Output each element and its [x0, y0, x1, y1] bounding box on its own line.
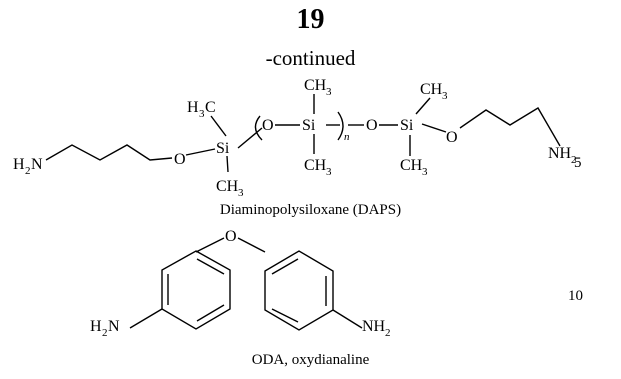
daps-si1-me-up-bond [210, 115, 227, 137]
oda-o: O [225, 228, 237, 245]
daps-left-chain [45, 144, 173, 161]
daps-me4-sub: 3 [326, 166, 332, 178]
daps-si1: Si [216, 140, 230, 157]
oda-h2n-sub: 2 [102, 327, 108, 339]
oda-structure: O H 2 N NH 2 [90, 228, 391, 339]
daps-o2: O [262, 117, 274, 134]
daps-h2n-left-n: N [31, 156, 43, 173]
oda-h2n-h: H [90, 318, 102, 335]
daps-o1-si1-bond [185, 148, 216, 156]
daps-me6-ch: CH [400, 157, 423, 174]
daps-si2: Si [302, 117, 316, 134]
oda-ring-right-n-bond [332, 309, 363, 329]
daps-me2-sub: 3 [238, 187, 244, 199]
daps-si3-me-up-bond [415, 97, 431, 115]
daps-si3: Si [400, 117, 414, 134]
daps-me5-ch: CH [420, 81, 443, 98]
oda-ring-left-n-bond [129, 308, 163, 329]
oda-ring-right-db3 [271, 308, 299, 323]
daps-o1: O [174, 151, 186, 168]
line-number-5: 5 [574, 155, 582, 171]
oda-h2n-n: N [108, 318, 120, 335]
daps-o4: O [446, 129, 458, 146]
daps-right-chain [459, 107, 561, 147]
daps-me1-sub: 3 [199, 108, 205, 120]
oda-ring-right-db1 [271, 258, 299, 275]
oda-o-ring2-bond [237, 237, 266, 253]
oda-nh2-nh: NH [362, 318, 386, 335]
oda-ring-left-db2 [196, 304, 225, 322]
daps-si1-me-down-bond [226, 155, 229, 173]
daps-me3-sub: 3 [326, 86, 332, 98]
daps-me4-ch: CH [304, 157, 327, 174]
oda-o-ring1-bond [195, 237, 225, 253]
oda-nh2-sub: 2 [385, 327, 391, 339]
continued-label: -continued [265, 46, 356, 70]
daps-structure: H 2 N O Si H 3 C CH 3 O Si CH 3 CH 3 n O [13, 77, 577, 199]
line-number-10: 10 [568, 288, 583, 304]
daps-caption: Diaminopolysiloxane (DAPS) [219, 202, 402, 218]
oda-ring-left-outline [161, 250, 231, 330]
daps-me1-h: H [187, 99, 199, 116]
daps-si3-o4-bond [421, 123, 447, 133]
daps-me1-c: C [205, 99, 216, 116]
daps-me3-ch: CH [304, 77, 327, 94]
daps-o3: O [366, 117, 378, 134]
daps-me6-sub: 3 [422, 166, 428, 178]
daps-right-paren [337, 111, 344, 141]
daps-left-paren [254, 115, 263, 141]
page-number: 19 [296, 4, 325, 35]
daps-h2n-left-h: H [13, 156, 25, 173]
daps-h2n-left-sub: 2 [25, 165, 31, 177]
daps-nh2-right-nh: NH [548, 145, 572, 162]
oda-caption: ODA, oxydianaline [251, 352, 370, 368]
oda-ring-left-db1 [196, 258, 225, 275]
daps-subscript-n: n [344, 131, 350, 143]
oda-ring-right-outline [264, 250, 334, 331]
daps-si1-bracket-bond [237, 127, 263, 149]
daps-me5-sub: 3 [442, 90, 448, 102]
daps-me2-ch: CH [216, 178, 239, 195]
daps-nh2-right-sub: 2 [571, 154, 577, 166]
